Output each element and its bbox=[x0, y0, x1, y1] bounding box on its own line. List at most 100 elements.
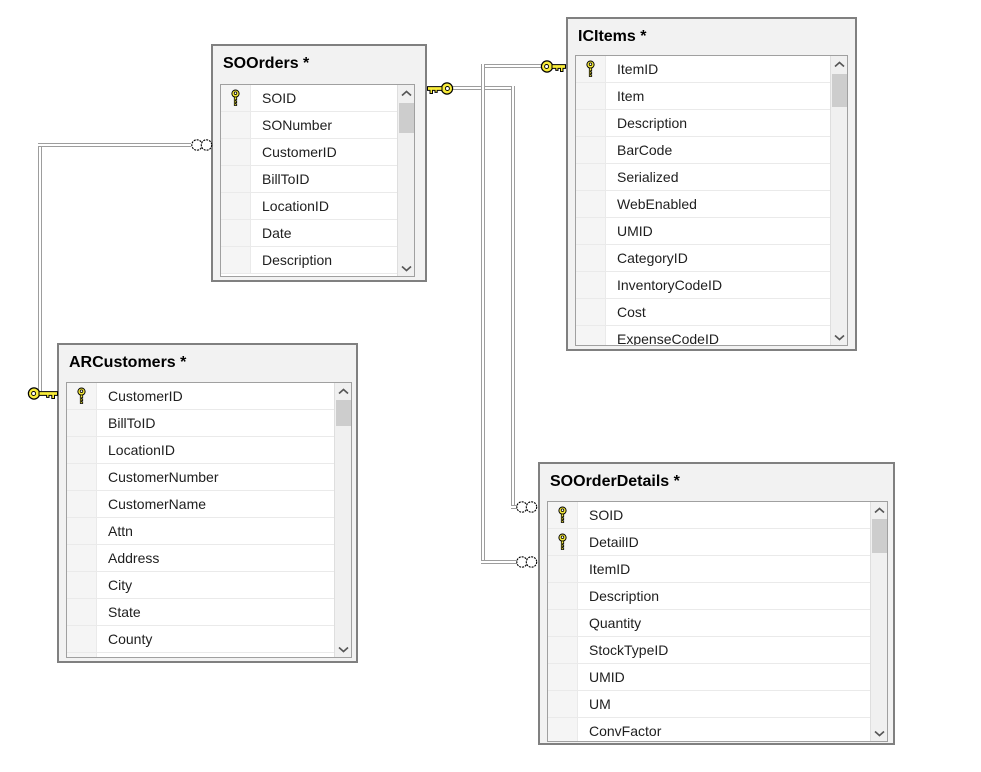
scroll-up-button[interactable] bbox=[831, 56, 847, 72]
relationship-arcustomers-soorders-line[interactable] bbox=[38, 143, 42, 391]
key-cell bbox=[548, 583, 578, 609]
relationship-icitems-details-line[interactable] bbox=[481, 64, 543, 68]
key-cell bbox=[67, 383, 97, 409]
scroll-down-button[interactable] bbox=[398, 260, 414, 276]
column-row[interactable]: ExpenseCodeID bbox=[576, 326, 830, 345]
key-cell bbox=[548, 691, 578, 717]
column-row[interactable]: ItemID bbox=[576, 56, 830, 83]
scroll-up-button[interactable] bbox=[871, 502, 887, 518]
table-title[interactable]: SOOrderDetails * bbox=[550, 473, 680, 490]
scroll-up-button[interactable] bbox=[335, 383, 351, 399]
column-name: CustomerID bbox=[262, 144, 337, 160]
column-row[interactable]: SOID bbox=[548, 502, 870, 529]
column-row[interactable]: Zip bbox=[67, 653, 334, 657]
column-row[interactable]: SOID bbox=[221, 85, 397, 112]
column-row[interactable]: UM bbox=[548, 691, 870, 718]
column-row[interactable]: City bbox=[67, 572, 334, 599]
column-row[interactable]: CustomerName bbox=[67, 491, 334, 518]
column-row[interactable]: SONumber bbox=[221, 112, 397, 139]
column-row[interactable]: InventoryCodeID bbox=[576, 272, 830, 299]
column-name: Address bbox=[108, 550, 160, 566]
table-title[interactable]: SOOrders * bbox=[223, 55, 310, 72]
column-row[interactable]: ConvFactor bbox=[548, 718, 870, 741]
column-name: Quantity bbox=[589, 615, 642, 631]
relationship-icitems-details-line[interactable] bbox=[481, 560, 517, 564]
scrollbar[interactable] bbox=[830, 56, 847, 345]
table-node-soorderdetails[interactable]: SOOrderDetails * SOID DetailID bbox=[538, 462, 895, 745]
column-name: CustomerID bbox=[108, 388, 183, 404]
scroll-up-button[interactable] bbox=[398, 85, 414, 101]
table-title[interactable]: ICItems * bbox=[578, 28, 647, 45]
scrollbar[interactable] bbox=[334, 383, 351, 657]
column-row[interactable]: County bbox=[67, 626, 334, 653]
table-node-soorders[interactable]: SOOrders * SOID SONumber bbox=[211, 44, 427, 282]
column-row[interactable]: LocationID bbox=[67, 437, 334, 464]
table-node-icitems[interactable]: ICItems * ItemID Item bbox=[566, 17, 857, 351]
column-row[interactable]: BarCode bbox=[576, 137, 830, 164]
column-name: Item bbox=[617, 88, 645, 104]
column-row[interactable]: Date bbox=[221, 220, 397, 247]
column-row[interactable]: BillToID bbox=[221, 166, 397, 193]
column-row[interactable]: Cost bbox=[576, 299, 830, 326]
scroll-thumb[interactable] bbox=[872, 519, 887, 553]
column-row[interactable]: Address bbox=[67, 545, 334, 572]
column-row[interactable]: DetailID bbox=[548, 529, 870, 556]
column-row[interactable]: WebEnabled bbox=[576, 191, 830, 218]
scroll-down-button[interactable] bbox=[831, 329, 847, 345]
primary-key-icon bbox=[231, 89, 240, 106]
column-row[interactable]: CustomerNumber bbox=[67, 464, 334, 491]
column-name: City bbox=[108, 577, 133, 593]
key-cell bbox=[548, 718, 578, 741]
column-name: WebEnabled bbox=[617, 196, 697, 212]
key-cell bbox=[67, 437, 97, 463]
column-row[interactable]: CategoryID bbox=[576, 245, 830, 272]
column-name: UMID bbox=[617, 223, 653, 239]
one-side-key-icon bbox=[427, 82, 454, 95]
scrollbar[interactable] bbox=[397, 85, 414, 276]
table-title[interactable]: ARCustomers * bbox=[69, 354, 187, 371]
primary-key-icon bbox=[558, 533, 567, 550]
relationship-soorders-details-line[interactable] bbox=[511, 505, 519, 509]
relationship-icitems-details-line[interactable] bbox=[481, 64, 485, 564]
scroll-down-button[interactable] bbox=[335, 641, 351, 657]
column-row[interactable]: Item bbox=[576, 83, 830, 110]
column-row[interactable]: ItemID bbox=[548, 556, 870, 583]
column-row[interactable]: LocationID bbox=[221, 193, 397, 220]
column-row[interactable]: Description bbox=[221, 247, 397, 274]
column-list: CustomerID BillToID LocationID bbox=[66, 382, 352, 658]
column-row[interactable]: Description bbox=[548, 583, 870, 610]
column-row[interactable]: Serialized bbox=[576, 164, 830, 191]
scroll-thumb[interactable] bbox=[832, 74, 847, 107]
relationship-arcustomers-soorders-line[interactable] bbox=[38, 143, 191, 147]
scroll-down-button[interactable] bbox=[871, 725, 887, 741]
column-row[interactable]: Quantity bbox=[548, 610, 870, 637]
scroll-thumb[interactable] bbox=[399, 103, 414, 133]
column-list: SOID DetailID ItemID bbox=[547, 501, 888, 742]
column-row[interactable]: Attn bbox=[67, 518, 334, 545]
column-name: BarCode bbox=[617, 142, 673, 158]
column-row[interactable]: State bbox=[67, 599, 334, 626]
chevron-up-icon bbox=[834, 60, 845, 67]
chevron-down-icon bbox=[874, 730, 885, 737]
chevron-up-icon bbox=[338, 387, 349, 394]
column-name: SONumber bbox=[262, 117, 333, 133]
key-cell bbox=[221, 220, 251, 246]
column-name: ItemID bbox=[617, 61, 659, 77]
key-cell bbox=[67, 599, 97, 625]
column-row[interactable]: BillToID bbox=[67, 410, 334, 437]
scrollbar[interactable] bbox=[870, 502, 887, 741]
column-name: UM bbox=[589, 696, 611, 712]
column-row[interactable]: UMID bbox=[576, 218, 830, 245]
column-row[interactable]: UMID bbox=[548, 664, 870, 691]
key-cell bbox=[67, 572, 97, 598]
column-row[interactable]: CustomerID bbox=[67, 383, 334, 410]
column-row[interactable]: StockTypeID bbox=[548, 637, 870, 664]
column-row[interactable]: CustomerID bbox=[221, 139, 397, 166]
relationship-soorders-details-line[interactable] bbox=[511, 86, 515, 509]
table-node-arcustomers[interactable]: ARCustomers * CustomerID BillToID bbox=[57, 343, 358, 663]
key-cell bbox=[221, 247, 251, 273]
key-cell bbox=[67, 545, 97, 571]
column-row[interactable]: Description bbox=[576, 110, 830, 137]
scroll-thumb[interactable] bbox=[336, 400, 351, 426]
